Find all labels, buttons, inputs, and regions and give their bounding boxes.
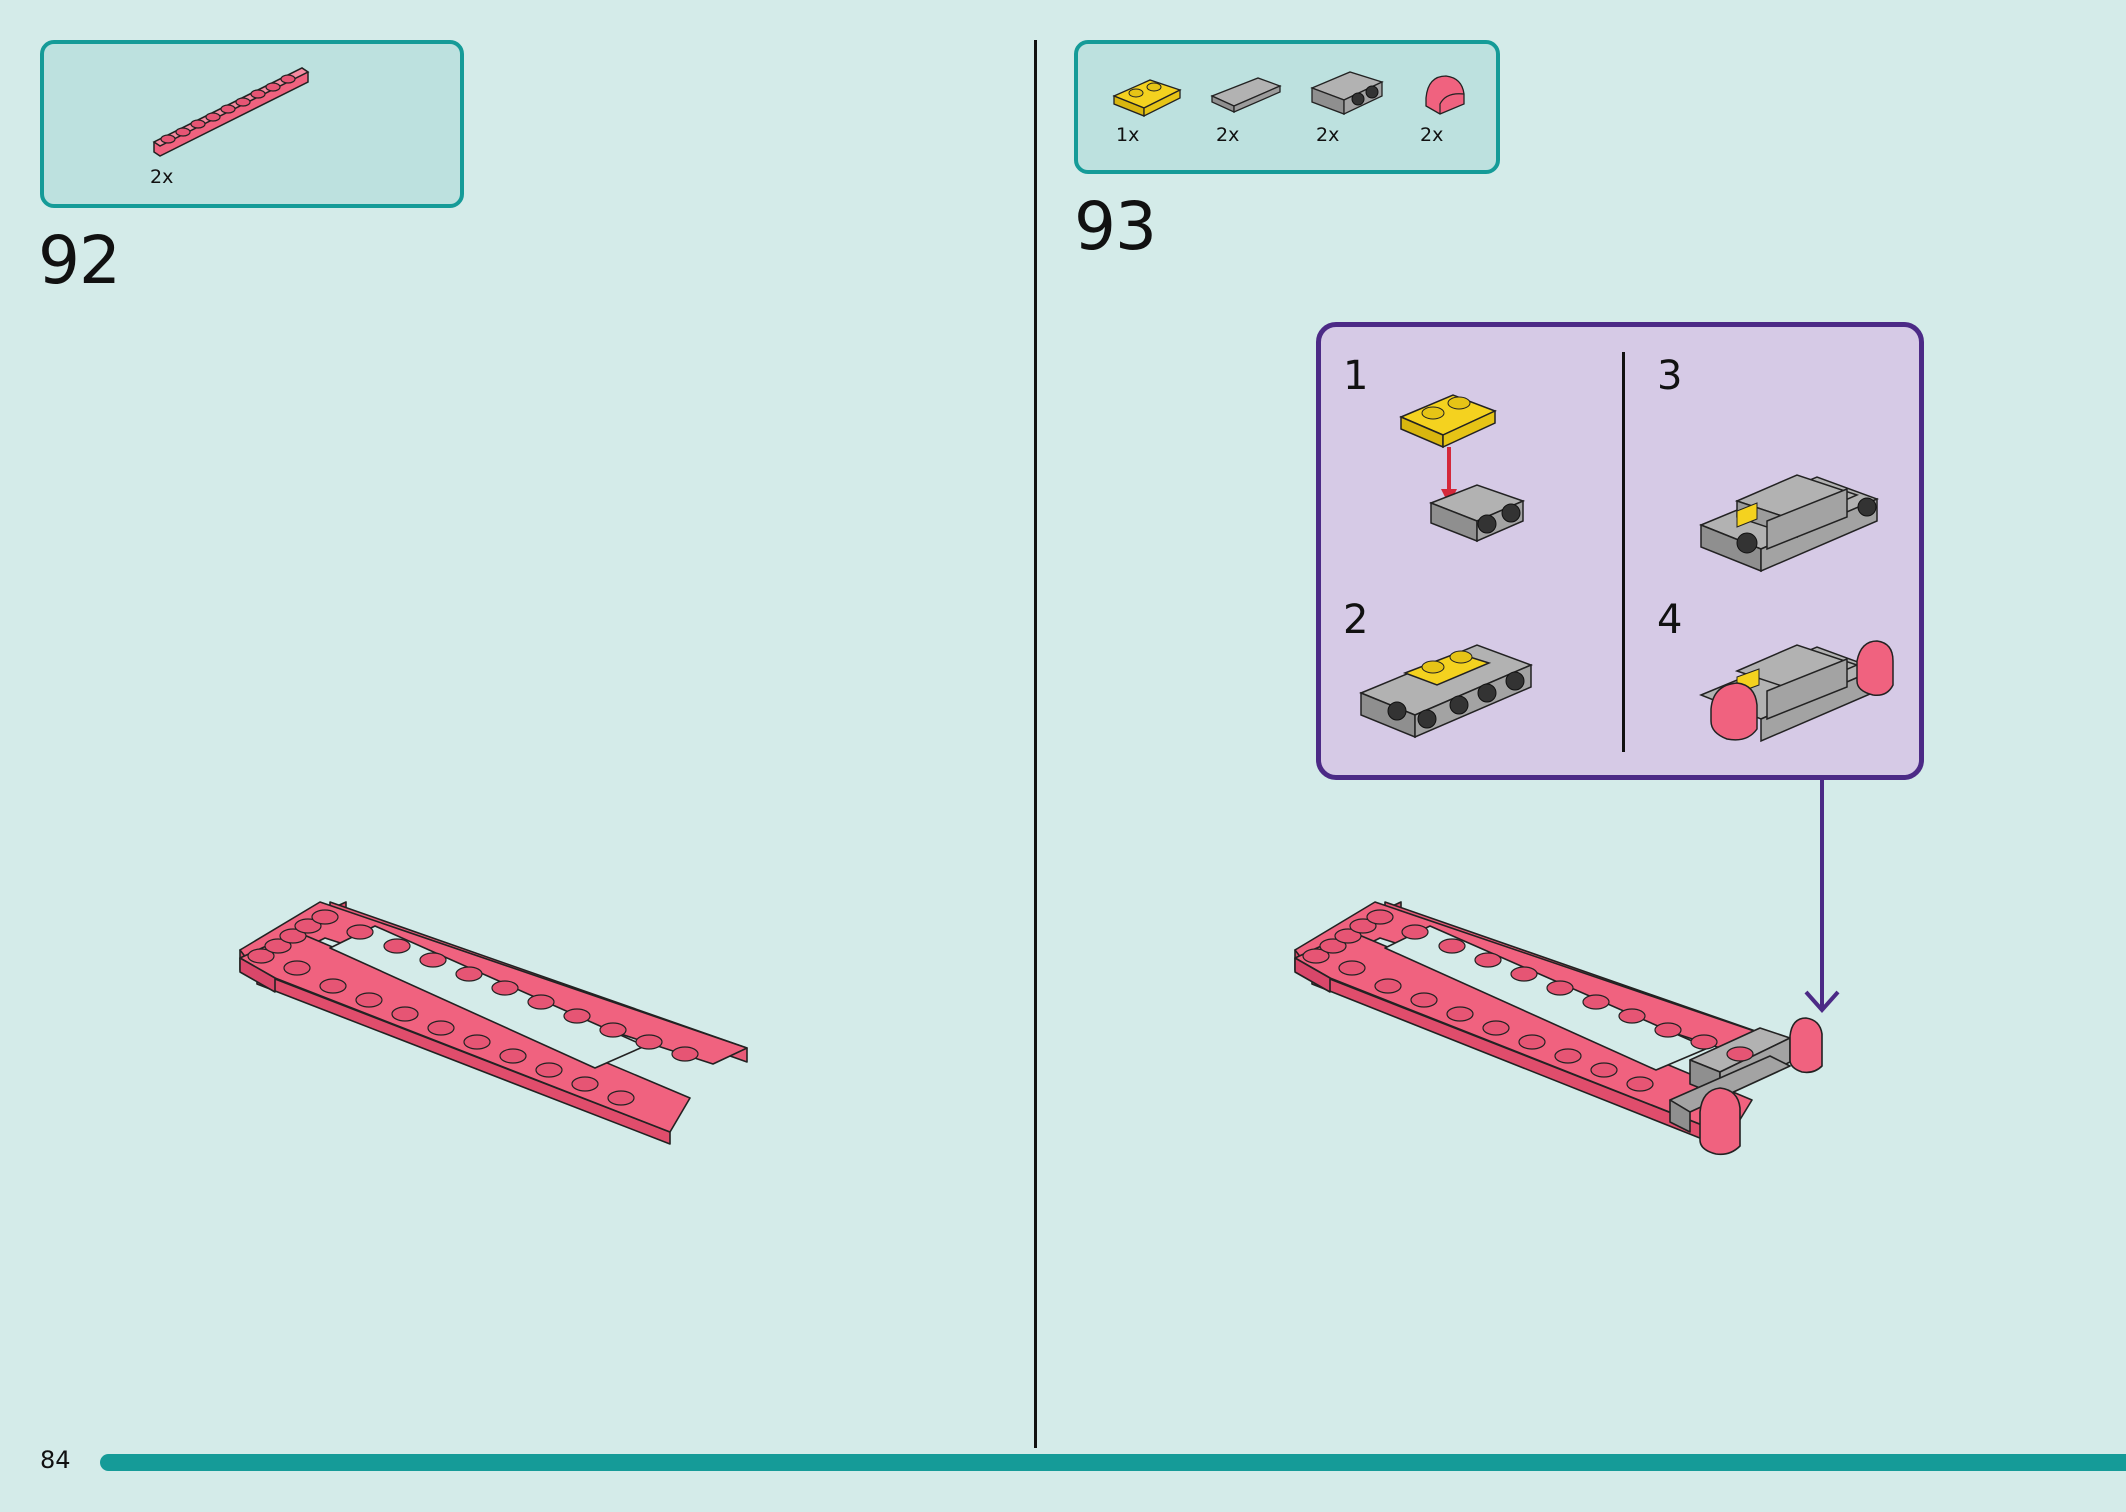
sub-assembly-divider <box>1622 352 1625 752</box>
part-qty: 2x <box>1316 124 1340 146</box>
step-93-number: 93 <box>1074 188 1157 265</box>
substep-1-number: 1 <box>1343 353 1369 399</box>
part-qty: 2x <box>1420 124 1444 146</box>
substep-4-illustration <box>1699 640 1894 743</box>
pink-1x10-plate-icon <box>152 67 310 157</box>
step-93-frame-model <box>1294 901 1823 1156</box>
step-92-parts-box: 2x <box>40 40 464 208</box>
yellow-1x2-plate-icon <box>1112 79 1182 118</box>
page-number: 84 <box>40 1446 71 1474</box>
substep-2-number: 2 <box>1343 597 1369 643</box>
step-92-number: 92 <box>38 222 121 299</box>
part-qty: 1x <box>1116 124 1140 146</box>
step-92-pink-frame-model <box>239 901 748 1145</box>
step-93-parts-box: 1x 2x 2x 2x <box>1074 40 1500 174</box>
substep-1-illustration <box>1399 394 1526 543</box>
substep-3-number: 3 <box>1657 353 1683 399</box>
substep-2-illustration <box>1359 644 1534 739</box>
part-qty: 2x <box>150 166 174 188</box>
substep-4-number: 4 <box>1657 597 1683 643</box>
pink-curved-slope-icon <box>1425 75 1465 115</box>
callout-arrow <box>1804 780 1840 1014</box>
substep-3-illustration <box>1699 474 1880 573</box>
gray-tile-icon <box>1210 77 1282 114</box>
page-divider <box>1034 40 1037 1448</box>
progress-bar <box>100 1454 2126 1471</box>
sub-assembly-callout: 1 2 3 4 <box>1316 322 1924 780</box>
gray-bracket-icon <box>1310 71 1384 116</box>
part-qty: 2x <box>1216 124 1240 146</box>
